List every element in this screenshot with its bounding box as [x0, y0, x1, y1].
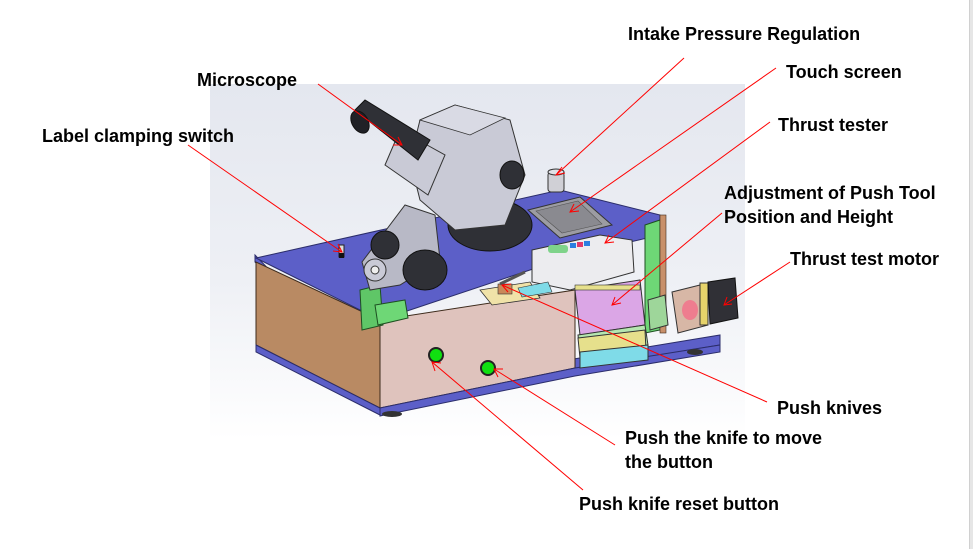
label-adjustment-line2: Position and Height	[724, 207, 893, 227]
focus-knob-left	[370, 230, 400, 260]
leader-touch-screen	[569, 67, 777, 213]
eyepiece	[354, 99, 431, 161]
label-intake-pressure-regulation: Intake Pressure Regulation	[628, 24, 861, 44]
side-knob	[499, 160, 525, 190]
leader-push-knife-move	[493, 368, 616, 446]
right-brown-edge	[659, 214, 667, 334]
slide-cyan	[579, 344, 649, 369]
motor	[707, 277, 739, 325]
focus-knob-right	[402, 249, 448, 291]
coupling	[647, 294, 669, 331]
leader-lines	[187, 57, 791, 491]
label-thrust-tester: Thrust tester	[778, 115, 889, 135]
foot	[382, 411, 402, 417]
leader-clamping-switch	[187, 144, 343, 253]
label-adjustment-line1: Adjustment of Push Tool	[724, 183, 936, 203]
leader-adjustment	[611, 212, 723, 306]
label-clamping-switch: Label clamping switch	[42, 126, 235, 146]
leader-push-knives	[501, 284, 768, 403]
foot	[687, 349, 703, 355]
label-touch-screen: Touch screen	[786, 62, 902, 82]
label-push-knife-move-line1: Push the knife to move	[625, 428, 823, 448]
push-knife-move-button	[480, 360, 496, 376]
label-microscope: Microscope	[197, 70, 298, 90]
leader-intake	[555, 57, 685, 176]
leader-thrust-tester	[604, 121, 771, 244]
label-thrust-test-motor: Thrust test motor	[790, 249, 940, 269]
leader-reset	[431, 361, 584, 491]
window-frame-edge	[969, 0, 973, 549]
leader-microscope	[317, 83, 403, 146]
leader-motor	[723, 261, 791, 306]
push-knife-reset-button	[428, 347, 444, 363]
front-bottom-strip	[379, 344, 721, 417]
label-push-knife-reset-button: Push knife reset button	[579, 494, 780, 514]
motor-flange	[699, 282, 709, 326]
label-push-knives: Push knives	[777, 398, 883, 418]
label-push-knife-move-line2: the button	[625, 452, 713, 472]
